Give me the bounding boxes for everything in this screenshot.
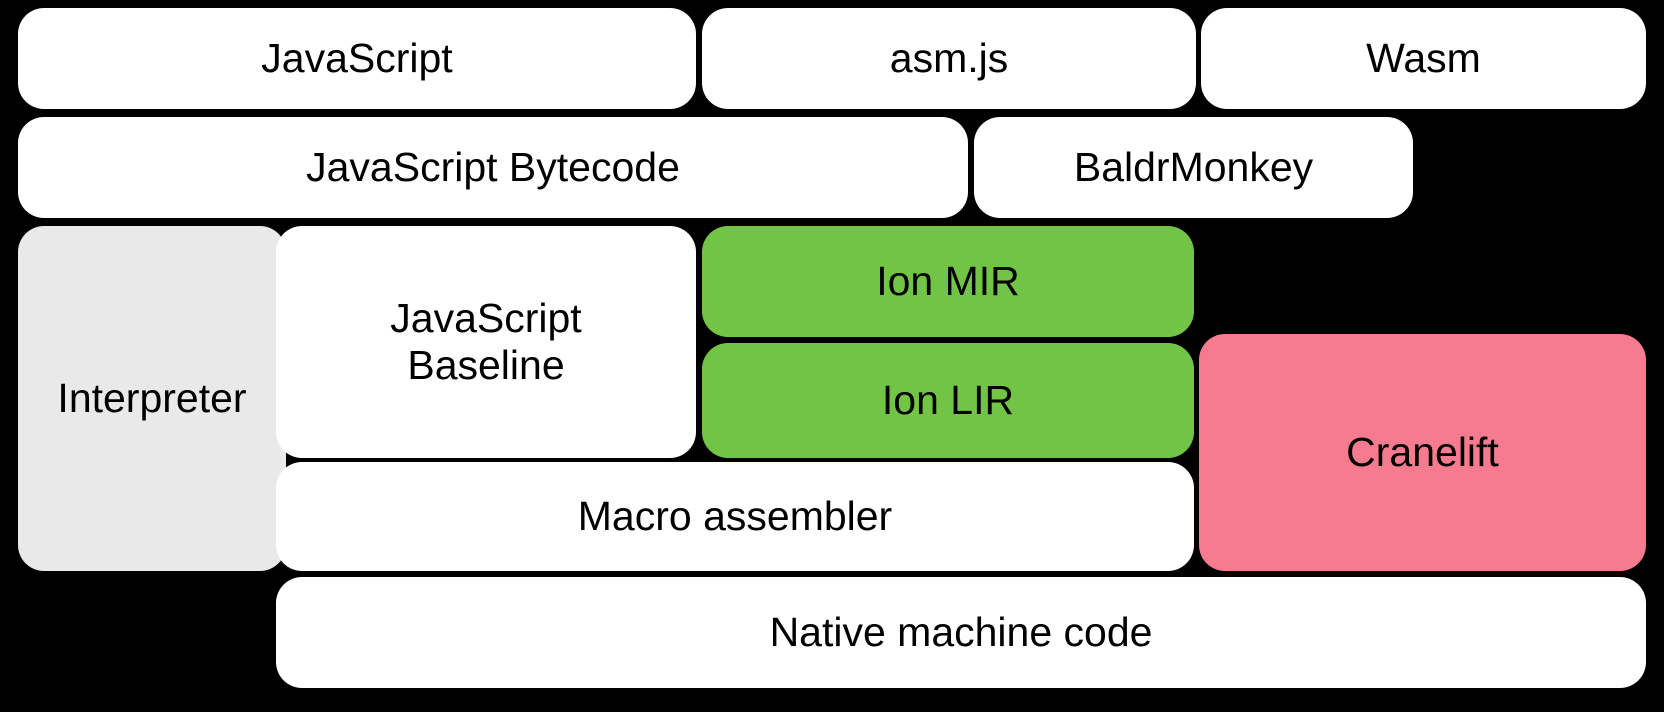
block-label: JavaScript Bytecode: [306, 144, 680, 191]
block-label: Ion MIR: [876, 258, 1020, 305]
block-macro-assembler: Macro assembler: [276, 462, 1194, 571]
block-label: JavaScript Baseline: [390, 295, 582, 388]
block-javascript: JavaScript: [18, 8, 696, 109]
block-native-machine-code: Native machine code: [276, 577, 1646, 688]
block-label: JavaScript: [261, 35, 453, 82]
block-interpreter: Interpreter: [18, 226, 286, 571]
block-javascript-bytecode: JavaScript Bytecode: [18, 117, 968, 218]
block-ion-mir: Ion MIR: [702, 226, 1194, 337]
block-label: BaldrMonkey: [1073, 144, 1314, 191]
block-ion-lir: Ion LIR: [702, 343, 1194, 458]
block-label: Wasm: [1366, 35, 1481, 82]
block-label: Native machine code: [769, 609, 1153, 656]
block-wasm: Wasm: [1201, 8, 1646, 109]
block-asmjs: asm.js: [702, 8, 1196, 109]
block-label: Interpreter: [57, 375, 247, 422]
block-label: Ion LIR: [881, 377, 1015, 424]
block-label: asm.js: [889, 35, 1009, 82]
block-cranelift: Cranelift: [1199, 334, 1646, 571]
block-javascript-baseline: JavaScript Baseline: [276, 226, 696, 458]
block-label: Macro assembler: [577, 493, 893, 540]
block-label: Cranelift: [1346, 429, 1499, 476]
block-baldrmonkey: BaldrMonkey: [974, 117, 1413, 218]
